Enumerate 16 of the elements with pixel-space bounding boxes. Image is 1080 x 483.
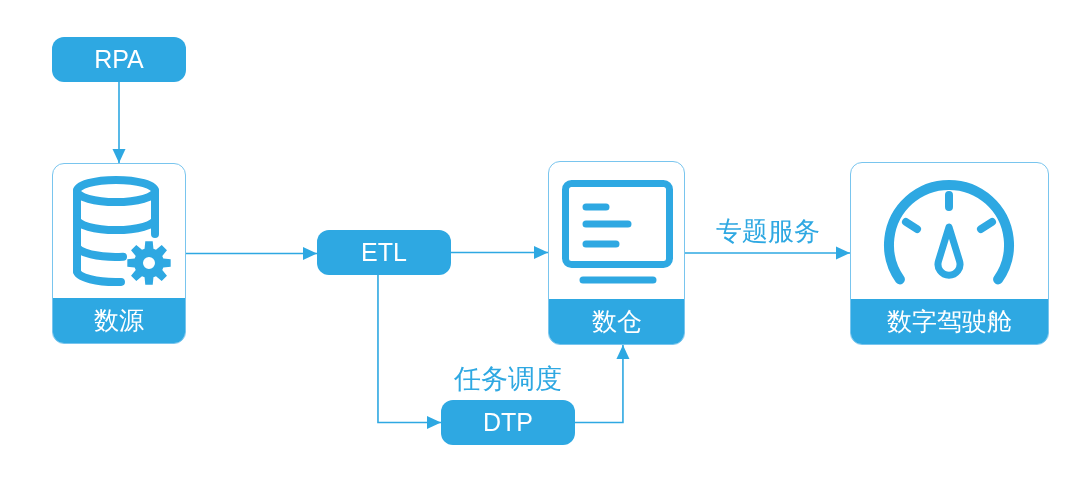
arrow [185, 247, 318, 260]
node-caption: 任务调度 [453, 362, 563, 396]
process-box: DTP [441, 400, 575, 445]
card-title: 数源 [53, 298, 185, 343]
card [850, 162, 1049, 345]
arrow [377, 274, 442, 429]
card-title: 数字驾驶舱 [851, 299, 1048, 344]
arrow [684, 246, 851, 260]
card-title: 数仓 [549, 299, 684, 344]
card [548, 161, 685, 345]
process-box: RPA [52, 37, 186, 82]
arrow [112, 81, 126, 164]
arrow [574, 344, 630, 424]
card [52, 163, 186, 344]
process-box: ETL [317, 230, 451, 275]
arrow [450, 246, 549, 259]
